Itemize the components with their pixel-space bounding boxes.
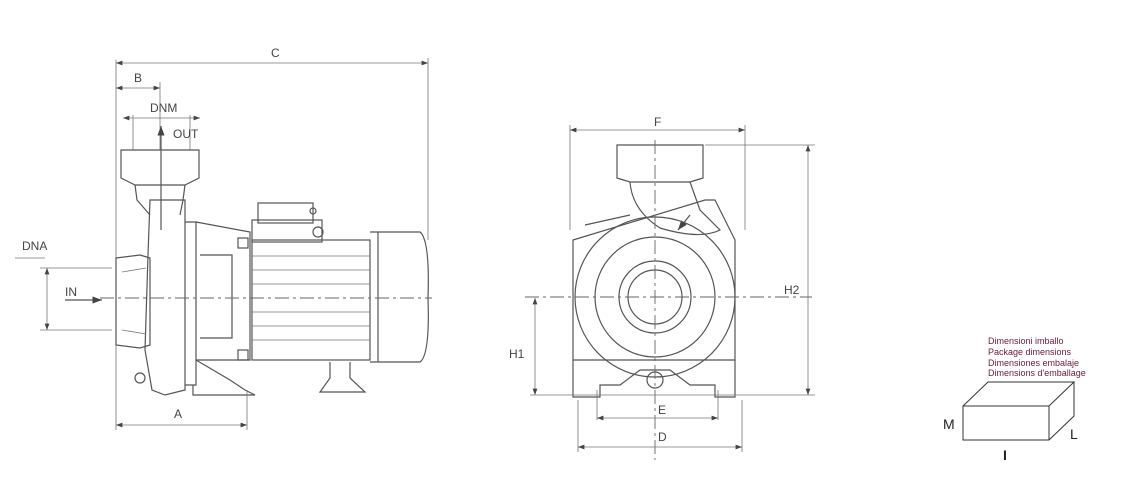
package-caption-es: Dimensiones embalaje: [988, 358, 1079, 368]
dim-f-label: F: [654, 115, 661, 129]
dim-c-label: C: [271, 46, 280, 60]
dim-e-label: E: [658, 403, 666, 417]
front-view: F H2 H1 E D: [509, 115, 815, 460]
motor-body: [251, 239, 371, 361]
out-label: OUT: [173, 127, 199, 141]
dim-b-label: B: [134, 71, 142, 85]
dim-d-label: D: [658, 430, 667, 444]
dim-a-label: A: [174, 407, 182, 421]
package-box-icon: [962, 381, 1076, 441]
package-label-m: M: [943, 416, 955, 432]
package-caption-en: Package dimensions: [988, 347, 1072, 357]
package-dimensions: Dimensioni imballo Package dimensions Di…: [943, 336, 1086, 463]
dim-h2-label: H2: [784, 283, 800, 297]
package-label-i: I: [1003, 447, 1007, 463]
dim-h1-label: H1: [509, 347, 525, 361]
package-caption-fr: Dimensions d'emballage: [988, 368, 1086, 378]
in-label: IN: [65, 285, 77, 299]
side-view: C B DNM OUT DNA: [15, 46, 432, 430]
dim-dnm-label: DNM: [150, 101, 177, 115]
package-caption-it: Dimensioni imballo: [988, 336, 1064, 346]
terminal-box: [257, 202, 314, 224]
dim-dna-label: DNA: [22, 239, 47, 253]
package-label-l: L: [1070, 426, 1078, 442]
